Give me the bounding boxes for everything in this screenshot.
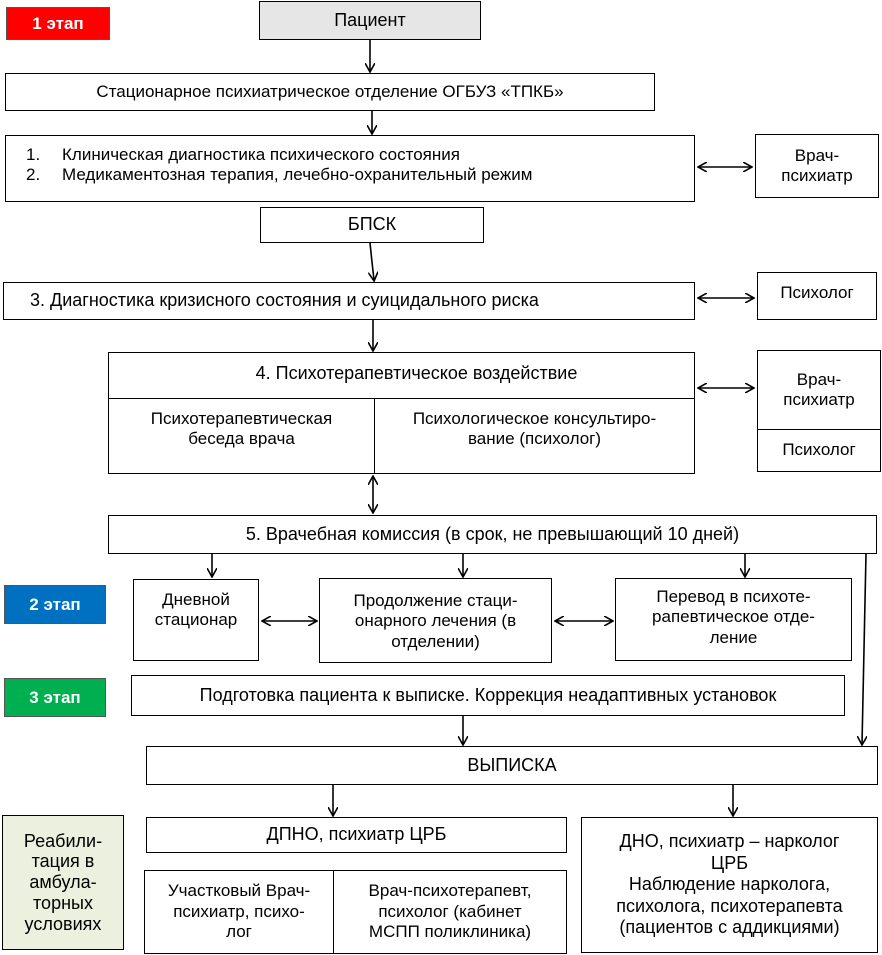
stage-2-label: 2 этап: [4, 585, 106, 624]
psychotherapy-title: 4. Психотерапевтическое воздействие: [109, 353, 694, 399]
local-doctor: Участковый Врач- психиатр, психо- лог: [167, 881, 311, 942]
patient-box: Пациент: [259, 1, 481, 40]
bpsk-box: БПСК: [260, 207, 484, 243]
crisis-box: 3. Диагностика кризисного состояния и су…: [3, 282, 695, 320]
psychologist-box-2: Психолог: [757, 429, 881, 472]
dpno-box: ДПНО, психиатр ЦРБ: [146, 817, 567, 853]
day-hospital-box: Дневной стационар: [133, 579, 259, 661]
discharge-prep-box: Подготовка пациента к выписке. Коррекция…: [131, 675, 845, 716]
stage-3-label: 3 этап: [4, 678, 106, 717]
discharge-box: ВЫПИСКА: [146, 746, 878, 785]
psychiatrist-box-2: Врач- психиатр: [757, 350, 881, 430]
arrow-commission-discharge: [862, 553, 866, 744]
psychotherapy-talk: Психотерапевтическая беседа врача: [150, 409, 333, 449]
diagnostics-item-1: 1.Клиническая диагностика психического с…: [26, 145, 460, 164]
diagnostics-item-2: 2.Медикаментозная терапия, лечебно-охран…: [26, 165, 533, 185]
transfer-box: Перевод в психоте- рапевтическое отде- л…: [615, 578, 852, 661]
psychologist-box-1: Психолог: [757, 272, 877, 320]
diagnostics-box: 1.Клиническая диагностика психического с…: [5, 135, 695, 202]
psychotherapy-box: 4. Психотерапевтическое воздействие Псих…: [108, 352, 695, 474]
arrow-bpsk-crisis: [370, 242, 374, 280]
dno-box: ДНО, психиатр – нарколог ЦРБ Наблюдение …: [581, 817, 878, 953]
outpatient-box: Участковый Врач- психиатр, психо- лог Вр…: [144, 870, 567, 954]
department-box: Стационарное психиатрическое отделение О…: [5, 73, 655, 111]
rehab-box: Реабили- тация в амбула- торных условиях: [2, 815, 124, 950]
stage-1-label: 1 этап: [6, 7, 110, 40]
psychotherapist: Врач-психотерапевт, психолог (кабинет МС…: [333, 871, 566, 953]
psychological-consult: Психологическое консультиро- вание (псих…: [374, 399, 694, 473]
commission-box: 5. Врачебная комиссия (в срок, не превыш…: [108, 515, 877, 554]
continue-treatment-box: Продолжение стаци- онарного лечения (в о…: [319, 578, 552, 663]
psychiatrist-box-1: Врач- психиатр: [755, 134, 879, 198]
